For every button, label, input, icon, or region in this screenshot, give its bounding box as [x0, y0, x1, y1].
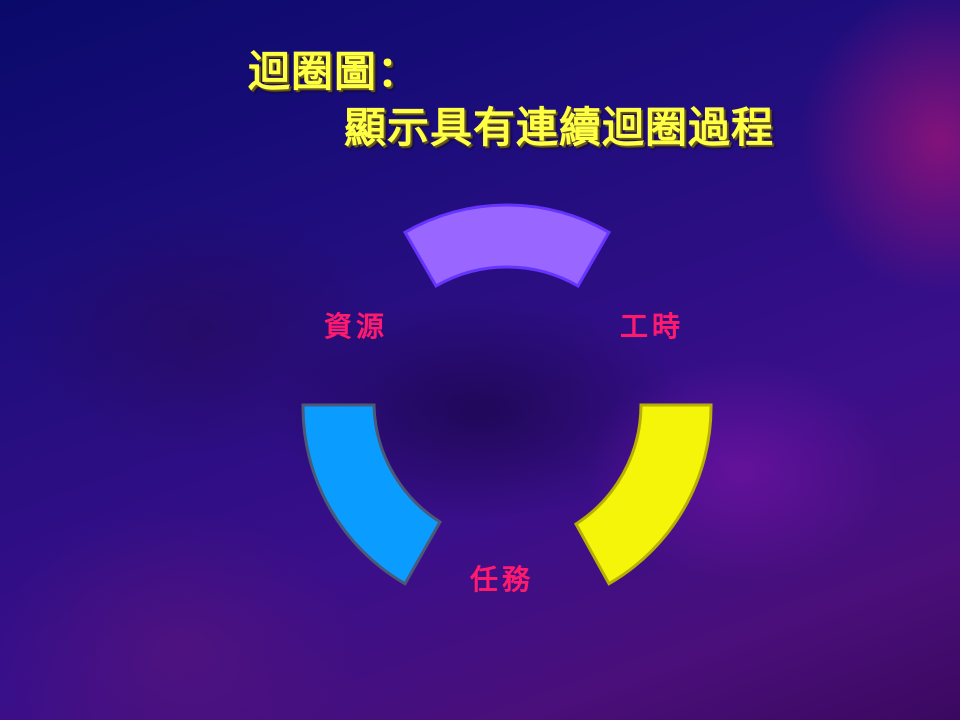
- label-resource: 資源: [324, 310, 389, 343]
- label-task: 任務: [470, 563, 535, 596]
- label-hours: 工時: [620, 310, 685, 343]
- cycle-segment-right: [574, 403, 713, 586]
- cycle-segment-left: [301, 403, 443, 586]
- cycle-segment-top: [402, 203, 612, 289]
- slide-title-line2: 顯示具有連續迴圈過程: [344, 103, 775, 152]
- slide-title-line1: 迴圈圖：: [248, 47, 421, 96]
